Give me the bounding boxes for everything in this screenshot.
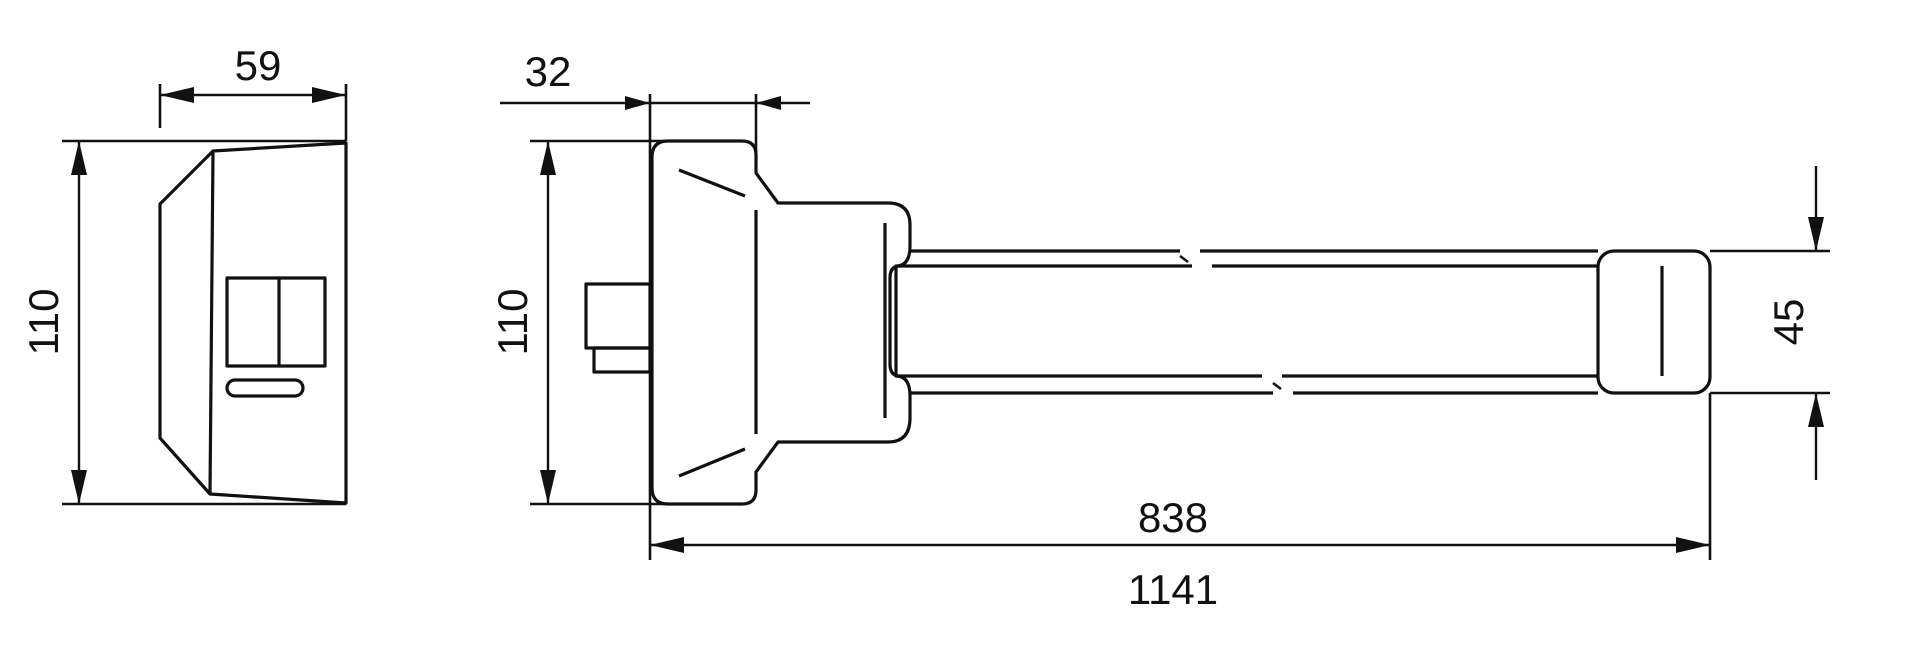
- end-cap-body: [650, 139, 912, 506]
- end-cap-bevel-top: [678, 168, 746, 198]
- depth-label: 32: [525, 48, 572, 95]
- end-cap-bevel-bottom: [678, 447, 746, 478]
- tube-diameter-label: 45: [1765, 299, 1812, 346]
- front-height-label: 110: [489, 289, 536, 356]
- side-height-arrow-top: [71, 141, 87, 175]
- mounting-clip-upper: [584, 282, 652, 350]
- side-view-indicator-slot: [225, 378, 305, 398]
- mounting-clip-lower: [592, 346, 652, 374]
- lamp-holder: [888, 264, 910, 378]
- side-width-label: 59: [235, 42, 282, 89]
- depth-arrow-right: [756, 96, 781, 110]
- front-view: 32 110 45 838 1141: [489, 48, 1830, 613]
- tube-diameter-arrow-bottom: [1808, 393, 1824, 427]
- side-height-arrow-bottom: [71, 470, 87, 504]
- inner-length-label: 838: [1138, 494, 1208, 541]
- side-view-switch-panel: [225, 276, 327, 368]
- side-width-arrow-left: [160, 87, 194, 103]
- tube-break-mark-bottom: [1272, 381, 1282, 391]
- side-view: 59 110: [20, 42, 348, 506]
- overall-length-label: 1141: [1128, 566, 1218, 613]
- length-arrow-left: [650, 537, 684, 553]
- front-height-arrow-top: [540, 141, 556, 175]
- side-view-front-bevel: [158, 149, 215, 496]
- tube-break-mark-top: [1179, 254, 1189, 264]
- side-height-label: 110: [20, 289, 67, 356]
- depth-arrow-left: [625, 96, 650, 110]
- front-height-arrow-bottom: [540, 470, 556, 504]
- side-width-arrow-right: [312, 87, 346, 103]
- tube-end-cap: [1596, 249, 1712, 395]
- length-arrow-right: [1676, 537, 1710, 553]
- tube-diameter-arrow-top: [1808, 217, 1824, 251]
